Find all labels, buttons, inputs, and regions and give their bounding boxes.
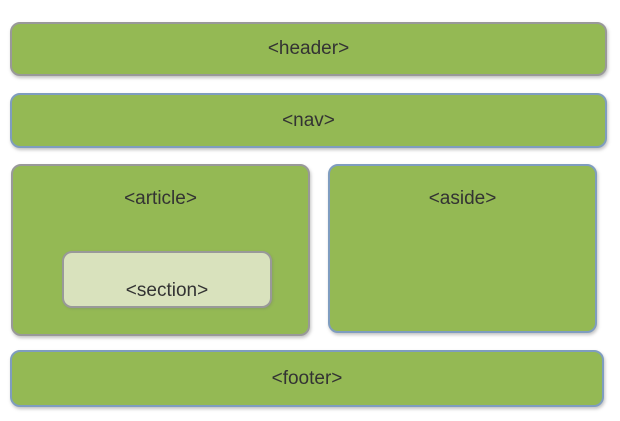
- article-label: <article>: [124, 188, 197, 209]
- section-box: <section>: [62, 251, 272, 308]
- article-box: <article> <section>: [11, 164, 310, 336]
- aside-label: <aside>: [428, 188, 497, 209]
- section-label: <section>: [125, 279, 209, 301]
- aside-box: <aside>: [328, 164, 597, 333]
- footer-label: <footer>: [271, 367, 343, 389]
- nav-label: <nav>: [282, 109, 335, 131]
- header-label: <header>: [267, 38, 350, 59]
- footer-box: <footer>: [10, 350, 604, 407]
- nav-box: <nav>: [10, 93, 607, 148]
- header-box: <header>: [10, 22, 607, 76]
